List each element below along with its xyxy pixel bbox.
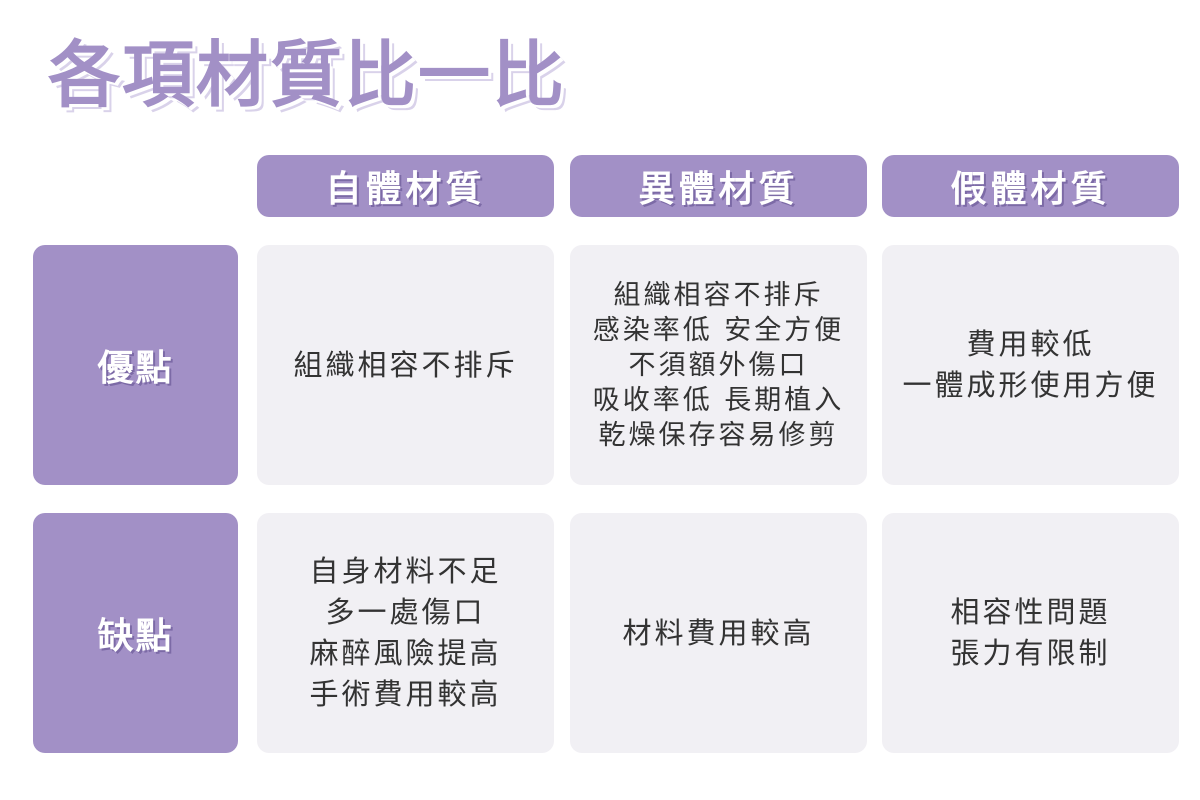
cell-line: 一體成形使用方便	[902, 368, 1159, 402]
cell-line: 張力有限制	[950, 636, 1111, 670]
disadvantages-autologous-cell: 自身材料不足 多一處傷口 麻醉風險提高 手術費用較高	[257, 513, 554, 753]
column-header-allogeneic: 異體材質	[570, 155, 867, 217]
cell-line: 費用較低	[966, 327, 1095, 361]
row-header-advantages: 優點	[33, 245, 238, 485]
cell-line: 自身材料不足	[309, 554, 502, 588]
cell-line: 組織相容不排斥	[613, 279, 824, 311]
cell-line: 吸收率低 長期植入	[592, 384, 845, 416]
cell-line: 材料費用較高	[622, 615, 815, 650]
cell-line: 感染率低 安全方便	[592, 314, 845, 346]
column-header-autologous: 自體材質	[257, 155, 554, 217]
page-title: 各項材質比一比	[48, 33, 567, 117]
cell-line: 手術費用較高	[309, 677, 502, 711]
advantages-allogeneic-cell: 組織相容不排斥 感染率低 安全方便 不須額外傷口 吸收率低 長期植入 乾燥保存容…	[570, 245, 867, 485]
cell-line: 相容性問題	[950, 595, 1111, 629]
cell-line: 乾燥保存容易修剪	[598, 419, 839, 451]
disadvantages-allogeneic-cell: 材料費用較高	[570, 513, 867, 753]
column-header-implant: 假體材質	[882, 155, 1179, 217]
advantages-implant-cell: 費用較低 一體成形使用方便	[882, 245, 1179, 485]
cell-line: 麻醉風險提高	[309, 636, 502, 670]
cell-line: 組織相容不排斥	[293, 347, 518, 382]
cell-line: 多一處傷口	[325, 595, 486, 629]
disadvantages-implant-cell: 相容性問題 張力有限制	[882, 513, 1179, 753]
advantages-autologous-cell: 組織相容不排斥	[257, 245, 554, 485]
cell-line: 不須額外傷口	[628, 349, 809, 381]
row-header-disadvantages: 缺點	[33, 513, 238, 753]
